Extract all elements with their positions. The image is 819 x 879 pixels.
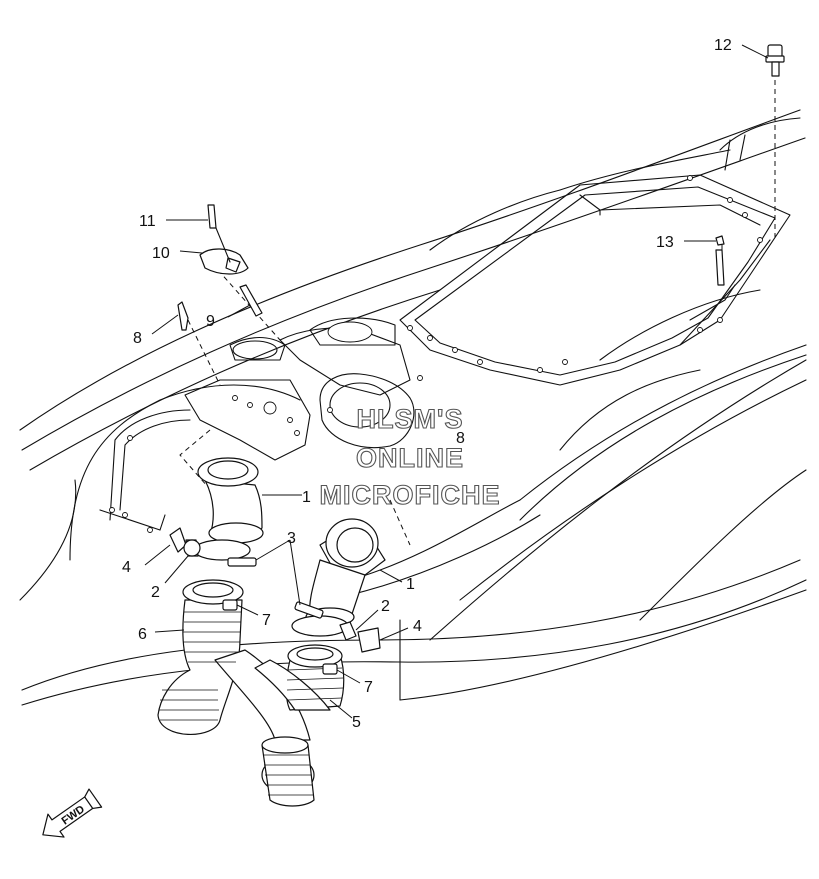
callout-1a: 1 xyxy=(302,489,311,506)
callout-7b: 7 xyxy=(364,679,373,696)
upper-right-parts xyxy=(684,44,785,286)
fwd-arrow-icon: FWD xyxy=(42,788,103,838)
callout-5: 5 xyxy=(352,714,361,731)
callout-8a: 8 xyxy=(133,330,142,347)
callout-12: 12 xyxy=(714,37,732,54)
hose-right xyxy=(254,644,353,719)
callout-1b: 1 xyxy=(406,576,415,593)
watermark-line1: HLSM'S xyxy=(357,404,464,434)
callout-9: 9 xyxy=(206,313,215,330)
callout-8b: 8 xyxy=(456,430,465,447)
callout-numbers: 12 13 11 10 9 8 8 1 1 3 4 4 2 2 6 7 7 5 xyxy=(122,37,732,731)
assembly-lines xyxy=(179,80,776,546)
deck-recess xyxy=(399,174,791,386)
callout-10: 10 xyxy=(152,245,170,262)
callout-11: 11 xyxy=(139,213,156,230)
front-deck xyxy=(69,317,423,561)
upper-left-parts xyxy=(151,204,263,335)
hose-left xyxy=(154,579,315,807)
callout-2a: 2 xyxy=(151,584,160,601)
callout-7a: 7 xyxy=(262,612,271,629)
callout-6: 6 xyxy=(138,626,147,643)
hose-clamps xyxy=(193,539,349,637)
watermark-line2: ONLINE xyxy=(356,443,464,473)
clips xyxy=(144,527,409,653)
callout-4b: 4 xyxy=(413,618,422,635)
bands xyxy=(222,599,361,684)
duct-left xyxy=(197,457,302,544)
watermark: HLSM'S ONLINE MICROFICHE xyxy=(319,403,501,510)
callout-3: 3 xyxy=(287,530,296,547)
watermark-line3: MICROFICHE xyxy=(320,480,501,510)
callout-2b: 2 xyxy=(381,598,390,615)
callout-13: 13 xyxy=(656,234,674,251)
callout-4a: 4 xyxy=(122,559,131,576)
